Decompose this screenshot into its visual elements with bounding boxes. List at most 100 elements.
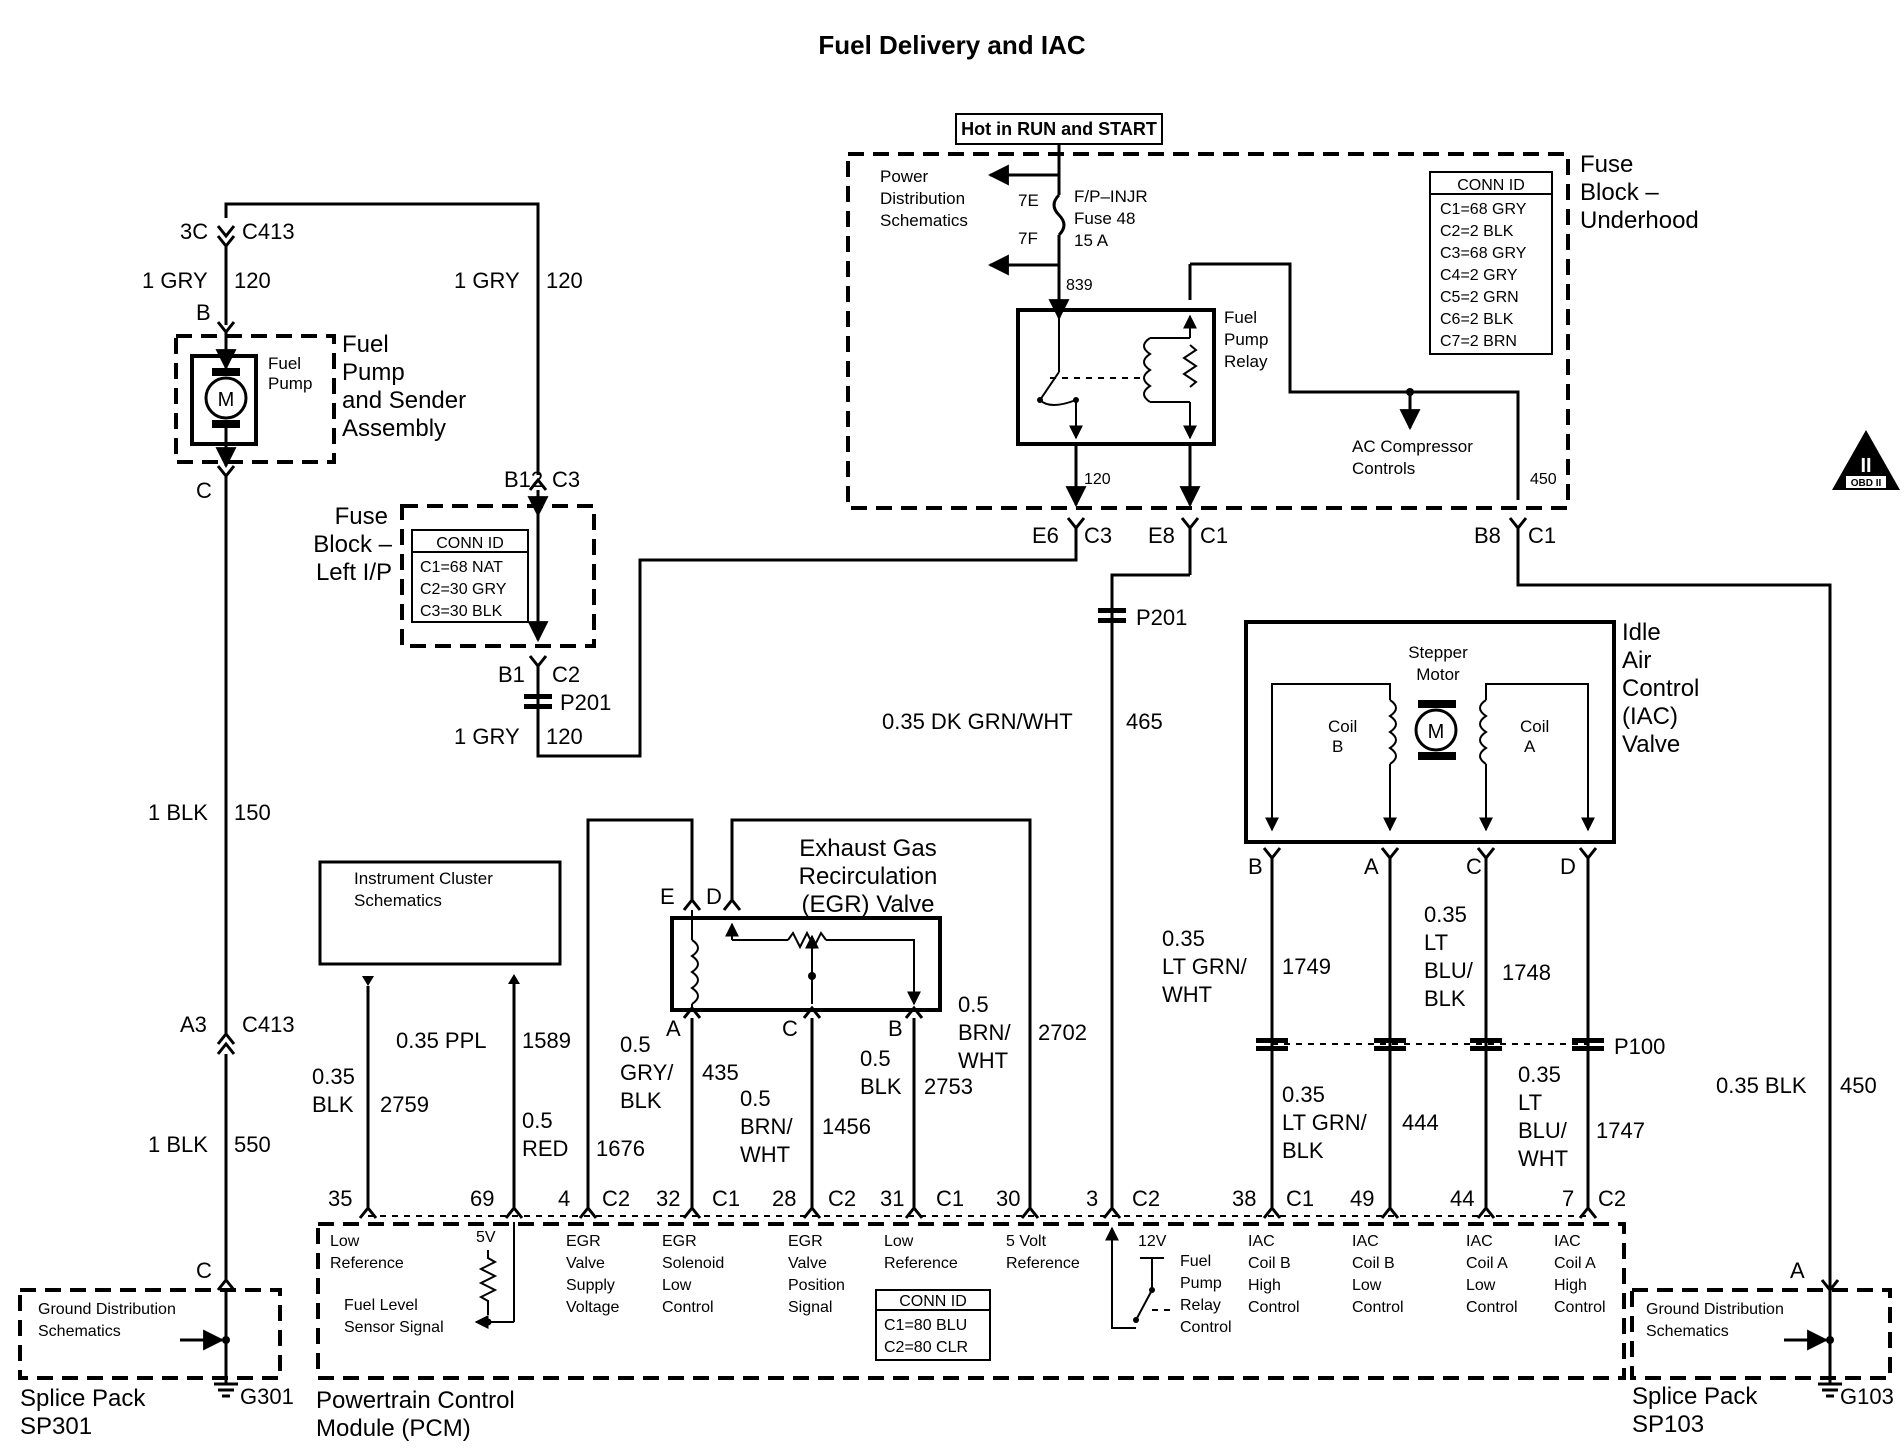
pcm-ref-5v-b: Reference [1006,1255,1080,1272]
egr-pin-c: C [782,1016,798,1041]
pcm-iac-b-low-c: Low [1352,1277,1382,1294]
wire-450-color: 0.35 BLK [1716,1073,1807,1098]
fuse-block-underhood-title-1: Fuse [1580,151,1633,178]
pcm-iac-b-high-d: Control [1248,1299,1300,1316]
fuel-pump-title-1: Fuel [342,331,389,358]
power-dist-label-2: Distribution [880,189,965,208]
hot-in-run-start-label: Hot in RUN and START [955,113,1163,145]
wire-gry-120-bottom-number: 120 [546,724,583,749]
fuel-pump-pin-c: C [196,478,212,503]
pcm-pin-31: 31 [880,1186,904,1211]
wire-465-number: 465 [1126,709,1163,734]
obd-ii-text: OBD II [1851,478,1882,489]
pcm-pin-44: 44 [1450,1186,1474,1211]
conn-c2: C2 [552,662,580,687]
wire-150-color: 1 BLK [148,800,208,825]
coil-b-label-1: Coil [1328,717,1357,736]
pcm-egr-solenoid-b: Solenoid [662,1255,724,1272]
wire-550-number: 550 [234,1132,271,1157]
pcm-pin-c1-b: C1 [936,1186,964,1211]
fuse-name-2: Fuse 48 [1074,209,1135,228]
ground-right-schem-2: Schematics [1646,1323,1729,1340]
fuel-pump-assembly: M Fuel Pump Fuel Pump and Sender Assembl… [174,321,466,479]
fuse-block-left-ip: B12 C3 Fuse Block – Left I/P CONN ID C1=… [313,467,596,648]
pcm-egr-supply-b: Valve [566,1255,605,1272]
conn-c-bottom: C [196,1258,212,1283]
pcm-pin-28: 28 [772,1186,796,1211]
wire-gry-120-left-number: 120 [234,268,271,293]
conn-b8: B8 [1474,523,1501,548]
wire-444-4: 444 [1402,1110,1439,1135]
wire-2759-3: 2759 [380,1092,429,1117]
egr-pin-b: B [888,1016,903,1041]
ground-right-schem-1: Ground Distribution [1646,1301,1784,1318]
conn-c1b: C1 [1528,523,1556,548]
pcm-egr-position-d: Signal [788,1299,832,1316]
pcm-pin-c2-b: C2 [828,1186,856,1211]
wire-gry-120-left-color: 1 GRY [142,268,208,293]
wire-1456-4: 1456 [822,1114,871,1139]
conn-c413-mid: C413 [242,1012,295,1037]
instrument-cluster-label-2: Schematics [354,891,442,910]
pcm-iac-b-low-d: Control [1352,1299,1404,1316]
egr-pin-a: A [666,1016,681,1041]
pcm-iac-b-high-a: IAC [1248,1233,1275,1250]
splice-sp301-2: SP301 [20,1413,92,1440]
wire-435-4: 435 [702,1060,739,1085]
wire-1456-2: BRN/ [740,1114,793,1139]
svg-text:C6=2 BLK: C6=2 BLK [1440,311,1514,328]
wire-1748-5: 1748 [1502,960,1551,985]
wire-2753-1: 0.5 [860,1046,891,1071]
instrument-cluster-box: Instrument Cluster Schematics [318,860,562,966]
circuit-120-fuse: 120 [1084,471,1111,488]
pcm-egr-solenoid-c: Low [662,1277,692,1294]
wire-1747-4: WHT [1518,1146,1568,1171]
fuel-pump-relay [1016,308,1216,446]
wire-1747-5: 1747 [1596,1118,1645,1143]
iac-pin-b: B [1248,854,1263,879]
wire-1589-number: 1589 [522,1028,571,1053]
pcm-iac-a-low-c: Low [1466,1277,1496,1294]
fuel-pump-motor [204,376,248,420]
pcm-egr-supply-d: Voltage [566,1299,619,1316]
splice-sp103-2: SP103 [1632,1411,1704,1438]
pcm-egr-position-b: Valve [788,1255,827,1272]
conn-c3: C3 [1084,523,1112,548]
circuit-839: 839 [1066,277,1093,294]
p201-right-splice [1098,608,1126,623]
conn-p201-left: P201 [560,690,611,715]
pcm-pin-c2-c: C2 [1132,1186,1160,1211]
wire-2753-3: 2753 [924,1074,973,1099]
pcm-pin-4: 4 [558,1186,570,1211]
wire-1747-2: LT [1518,1090,1542,1115]
wire-1589-color: 0.35 PPL [396,1028,487,1053]
pcm: Powertrain Control Module (PCM) 35 69 4 … [316,1186,1626,1442]
pcm-iac-a-low-a: IAC [1466,1233,1493,1250]
obd-ii-badge: II OBD II [1832,430,1900,490]
wire-2702-4: 2702 [1038,1020,1087,1045]
wire-1749-4: 1749 [1282,954,1331,979]
fuse-block-underhood: Fuse Block – Underhood Power Distributio… [846,151,1699,510]
conn-id-left-row-2: C2=30 GRY [420,581,507,598]
wire-450-number: 450 [1840,1073,1877,1098]
fuse-block-left-title-2: Block – [313,531,392,558]
svg-text:C2=2 BLK: C2=2 BLK [1440,223,1514,240]
p201-left-splice [524,694,552,709]
svg-text:C5=2 GRN: C5=2 GRN [1440,289,1519,306]
pcm-iac-b-low-a: IAC [1352,1233,1379,1250]
pcm-pin-c1-a: C1 [712,1186,740,1211]
diagram-title: Fuel Delivery and IAC [818,30,1086,60]
pcm-pin-32: 32 [656,1186,680,1211]
stepper-motor [1414,708,1458,752]
pcm-pin-69: 69 [470,1186,494,1211]
pcm-title-1: Powertrain Control [316,1387,515,1414]
circuit-450-fuse: 450 [1530,471,1557,488]
pcm-fuel-level-b: Sensor Signal [344,1319,444,1336]
pcm-relay-control-a: Fuel [1180,1253,1211,1270]
stepper-label-2: Motor [1416,665,1460,684]
pcm-pin-30: 30 [996,1186,1020,1211]
ground-left-schem-2: Schematics [38,1323,121,1340]
egr-title-2: Recirculation [799,863,938,890]
fuel-pump-title-3: and Sender [342,387,466,414]
svg-text:C4=2 GRY: C4=2 GRY [1440,267,1518,284]
